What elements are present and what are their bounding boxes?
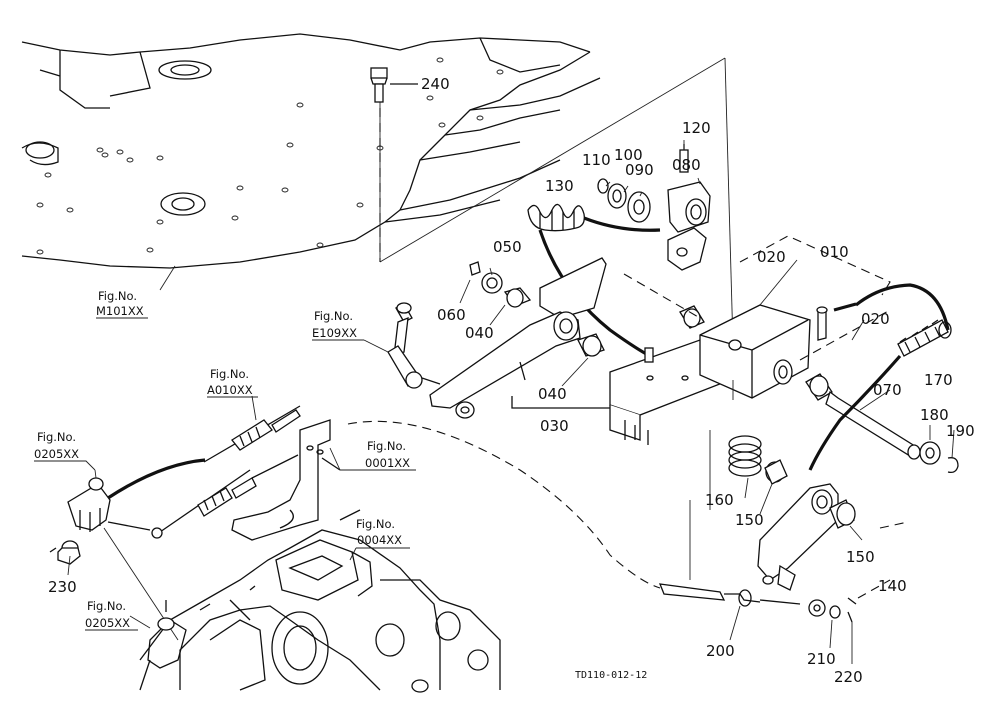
- part-label: 170: [924, 371, 953, 389]
- fig-ref-number: A010XX: [207, 383, 253, 397]
- part-label: 230: [48, 578, 77, 596]
- part-label: 040: [465, 324, 494, 342]
- leader-lines: [67, 140, 955, 664]
- part-label: 050: [493, 238, 522, 256]
- fig-ref-number: E109XX: [312, 326, 357, 340]
- lever-e109: [387, 302, 441, 389]
- part-label: 090: [625, 161, 654, 179]
- fig-ref-number: 0205XX: [34, 447, 79, 461]
- spring-160-bushing-150: [728, 435, 788, 485]
- part-label: 060: [437, 306, 466, 324]
- bushings-040: [469, 261, 605, 357]
- washer-stack-090-110: [597, 178, 651, 223]
- spring-130: [527, 203, 661, 358]
- bolt-230: [49, 540, 81, 565]
- bracket-080: [667, 144, 711, 271]
- part-label: 030: [540, 417, 569, 435]
- shaft-070: [805, 373, 959, 474]
- fig-ref-number: 0205XX: [85, 616, 130, 630]
- spring-170: [808, 283, 952, 471]
- part-label: 190: [946, 422, 975, 440]
- guide-lines: [379, 57, 734, 346]
- cable-a010: [203, 405, 301, 463]
- bracket-0205-upper: [67, 458, 206, 641]
- lever-030: [429, 257, 607, 419]
- dashed-group-010: [623, 235, 891, 361]
- brackets-030-040: [511, 396, 623, 409]
- part-label: 160: [705, 491, 734, 509]
- part-label: 110: [582, 151, 611, 169]
- part-label: 040: [538, 385, 567, 403]
- bolt-240: [370, 67, 418, 103]
- fig-ref-label: Fig.No.: [356, 517, 395, 531]
- floor-plate: [21, 33, 601, 269]
- cable-200: [347, 420, 853, 623]
- lever-140: [757, 483, 856, 591]
- fig-ref-label: Fig.No.: [367, 439, 406, 453]
- part-label: 220: [834, 668, 863, 686]
- part-label: 210: [807, 650, 836, 668]
- bracket-0001: [231, 419, 341, 541]
- part-label: 020: [861, 310, 890, 328]
- fig-ref-number: M101XX: [96, 304, 144, 318]
- part-label: 150: [735, 511, 764, 529]
- fig-ref-number: 0004XX: [357, 533, 402, 547]
- fig-ref-label: Fig.No.: [314, 309, 353, 323]
- fig-ref-number: 0001XX: [365, 456, 410, 470]
- fig-ref-label: Fig.No.: [210, 367, 249, 381]
- dashed-group-140: [709, 380, 909, 605]
- part-label: 240: [421, 75, 450, 93]
- part-label: 070: [873, 381, 902, 399]
- pin-arrow: [833, 302, 857, 312]
- part-label: 150: [846, 548, 875, 566]
- part-label: 100: [614, 146, 643, 164]
- part-label: 200: [706, 642, 735, 660]
- fig-ref-label: Fig.No.: [37, 430, 76, 444]
- drawing-code: TD110-012-12: [575, 670, 647, 681]
- engine-block: [139, 509, 501, 693]
- part-labels: 240 120 110 100 090 080 130 050 060 040 …: [48, 75, 975, 686]
- part-label: 020: [757, 248, 786, 266]
- cable-lower: [151, 454, 299, 539]
- part-label: 120: [682, 119, 711, 137]
- fig-ref-label: Fig.No.: [87, 599, 126, 613]
- part-label: 130: [545, 177, 574, 195]
- bushing-020-left: [679, 305, 705, 329]
- fig-ref-label: Fig.No.: [98, 289, 137, 303]
- part-label: 140: [878, 577, 907, 595]
- part-label: 080: [672, 156, 701, 174]
- figure-references: Fig.No. M101XX Fig.No. E109XX Fig.No. A0…: [34, 289, 416, 631]
- part-label: 180: [920, 406, 949, 424]
- part-label: 010: [820, 243, 849, 261]
